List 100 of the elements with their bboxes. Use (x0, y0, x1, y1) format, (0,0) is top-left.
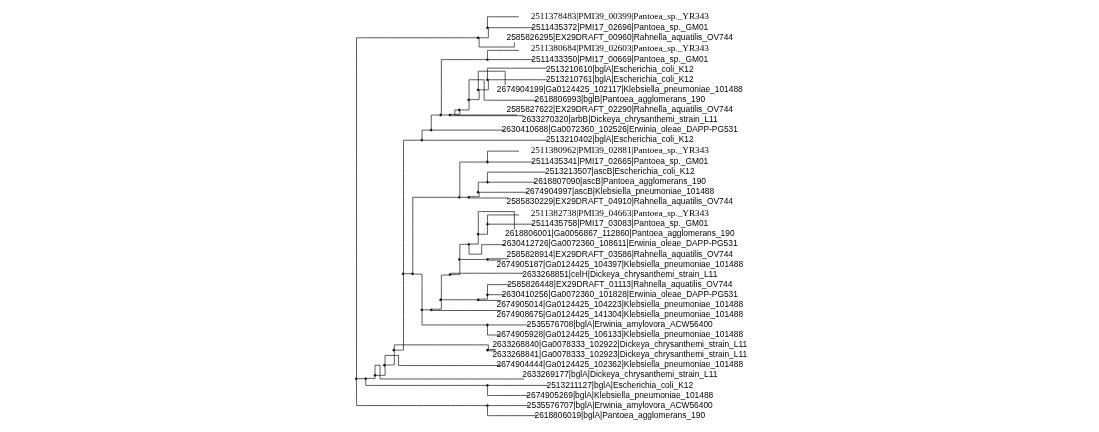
node-text: 2585827622|EX29DRAFT_02290|Rahnella_aquatilis_OV744 (506, 104, 734, 115)
node-text: 2513210402|bglA|Escherichia_coli_K12 (545, 134, 694, 145)
node-point (429, 128, 433, 132)
connector (431, 300, 442, 310)
node-text: 2535576708|bglA|Erwinia_amylovora_ACW56400 (526, 319, 713, 330)
node-point (486, 58, 489, 61)
node-text: 2618806993|bglB|Pantoea_agglomerans_190 (534, 94, 706, 105)
node-text: 2585830229|EX29DRAFT_04910|Rahnella_aquatilis_OV744 (506, 196, 734, 207)
connector (421, 129, 431, 140)
node-point (476, 36, 480, 40)
node-text: 2513213507|ascB|Escherichia_coli_K12 (544, 166, 695, 177)
connector (487, 258, 509, 260)
node-point (476, 88, 480, 92)
node-text: 2511380962|PMI39_02881|Pantoea_sp._YR343 (530, 145, 709, 156)
node-point (486, 404, 489, 407)
connector (487, 406, 538, 416)
connector (478, 37, 515, 48)
node-point (486, 160, 489, 164)
connector (459, 244, 468, 259)
connector (413, 273, 423, 309)
node-text: 2618807090|ascB|Pantoea_agglomerans_190 (533, 176, 707, 187)
node-point (476, 190, 480, 194)
node-text: 2674908675|Ga0124425_141304|Klebsiella_pneumoniae_101488 (496, 308, 744, 319)
connector (356, 379, 487, 406)
connector (477, 211, 515, 234)
connector (357, 378, 366, 380)
connector (469, 234, 479, 245)
node-point (467, 243, 471, 246)
node-text: 2511435372|PMI17_02696|Pantoea_sp._GM01 (531, 21, 709, 32)
connector (488, 79, 548, 81)
node-point (486, 258, 489, 261)
node-point (383, 363, 386, 367)
node-point (429, 308, 433, 312)
node-text: 2618806019|bglA|Pantoea_agglomerans_190 (534, 409, 706, 420)
connector (421, 310, 487, 326)
node-text: 2511380684|PMI39_02603|Pantoea_sp._YR343 (530, 43, 709, 54)
node-text: 2511378483|PMI39_00399|Pantoea_sp._YR343 (530, 11, 709, 22)
node-text: 2585826448|EX29DRAFT_01113|Rahnella_aquatilis_OV744 (507, 278, 733, 289)
node-point (458, 108, 461, 112)
connector (431, 310, 502, 311)
node-point (476, 232, 480, 236)
node-point (420, 138, 424, 142)
connector (394, 274, 404, 351)
node-text: 2511435758|PMI17_03083|Pantoea_sp._GM01 (531, 218, 709, 229)
connector (487, 50, 520, 59)
connector (366, 375, 376, 379)
node-point (486, 384, 489, 387)
connector (460, 259, 487, 260)
node-point (439, 298, 442, 302)
connector (403, 273, 412, 275)
node-text: 2674905269|bglA|Klebsiella_pneumoniae_101488 (526, 389, 714, 400)
node-point (486, 26, 489, 30)
node-point (448, 113, 452, 117)
node-point (373, 374, 377, 377)
connector (487, 386, 530, 396)
connector (487, 325, 502, 336)
connector (478, 300, 502, 301)
connector (488, 324, 529, 326)
node-point (392, 348, 396, 352)
node-text: 2630412726|Ga0072360_108611|Erwinia_oleae_DAPP-PG531 (501, 238, 738, 249)
node-point (467, 98, 471, 102)
connector (460, 100, 470, 111)
node-text: 2633268851|celH|Dickeya_chrysanthemi_strain_L11 (522, 268, 718, 279)
connector (422, 309, 431, 311)
connector (488, 294, 506, 296)
node-text: 2630410256|Ga0072360_101828|Erwinia_oleae_DAPP-PG531 (501, 288, 738, 299)
connector (479, 191, 528, 193)
connector (487, 214, 520, 224)
connector (488, 59, 534, 60)
node-point (364, 377, 367, 381)
node-text: 2511435341|PMI17_02665|Pantoea_sp._GM01 (531, 156, 709, 167)
node-text: 2633269177|bglA|Dickeya_chrysanthemi_strain_L11 (522, 369, 718, 380)
node-text: 2513211127|bglA|Escherichia_coli_K12 (546, 379, 694, 390)
node-point (486, 323, 489, 327)
node-text: 2511433350|PMI17_00669|Pantoea_sp._GM01 (531, 53, 709, 64)
connector (488, 405, 529, 406)
node-text: 2674905014|Ga0124425_104223|Klebsiella_pneumoniae_101488 (496, 298, 744, 309)
node-point (458, 196, 461, 199)
connector (488, 27, 534, 29)
node-text: 2618806001|Ga0056867_112860|Pantoea_agglomerans_190 (504, 228, 735, 239)
connector (441, 299, 478, 301)
connector (441, 274, 450, 300)
connector (450, 260, 461, 275)
node-point (411, 272, 414, 276)
connector (488, 181, 537, 183)
node-point (486, 293, 489, 297)
connector (412, 197, 459, 274)
node-point (486, 222, 489, 226)
connector (450, 272, 524, 274)
connector (487, 67, 548, 79)
node-text: 2633270320|arbB|Dickeya_chrysanthemi_strain_L11 (521, 114, 718, 125)
connector (432, 129, 506, 131)
connector (488, 223, 534, 225)
node-text: 2674904997|ascB|Klebsiella_pneumoniae_101488 (525, 186, 715, 197)
node-text: 2585828914|EX29DRAFT_03586|Rahnella_aquatilis_OV744 (506, 248, 734, 259)
connector (487, 259, 502, 261)
connector (468, 244, 506, 255)
connector (487, 171, 546, 182)
connector (478, 295, 488, 300)
connector (365, 379, 487, 386)
